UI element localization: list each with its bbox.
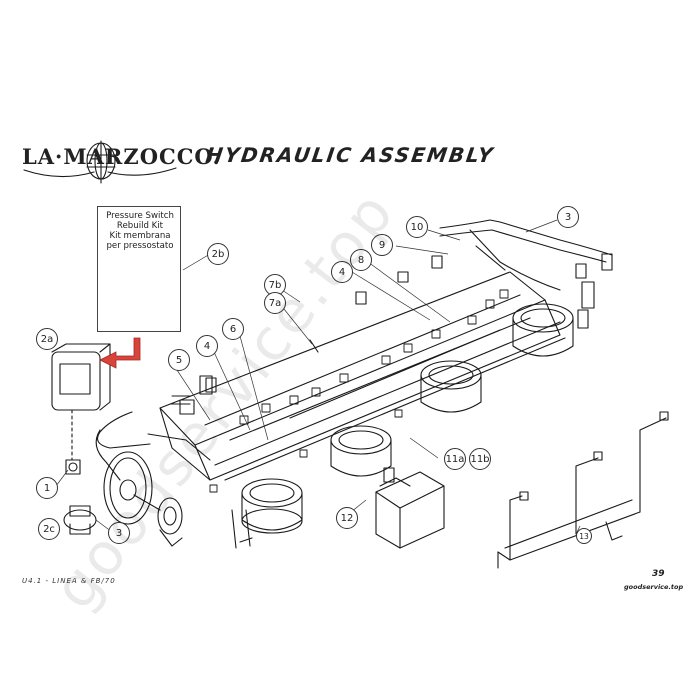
lower-rail (214, 321, 566, 549)
callout-6: 6 (222, 318, 244, 340)
callout-5: 5 (168, 349, 190, 371)
callout-2a: 2a (36, 328, 58, 350)
kit-line-2: Rebuild Kit (116, 221, 164, 231)
callout-8: 8 (350, 249, 372, 271)
top-pipework (439, 219, 613, 329)
pressure-switch-kit-box: Pressure Switch Rebuild Kit Kit membrana… (97, 206, 181, 332)
callout-11b: 11b (469, 448, 491, 470)
kit-line-1: Pressure Switch (106, 211, 174, 221)
callout-9: 9 (371, 234, 393, 256)
callout-1: 1 (36, 477, 58, 499)
callout-2c: 2c (38, 518, 60, 540)
loose-parts (205, 255, 443, 393)
model-prefix: U4.1 - (22, 577, 50, 585)
pressure-switch-disc (103, 451, 161, 525)
kit-line-3: Kit membrana (109, 231, 171, 241)
callout-4-left: 4 (196, 335, 218, 357)
callout-4-top: 4 (331, 261, 353, 283)
group-head-2 (330, 425, 392, 477)
kit-line-4: per pressostato (106, 241, 174, 251)
boiler-fittings (209, 289, 509, 493)
page-number: 39 (652, 569, 665, 579)
group-head-3 (420, 360, 482, 413)
callout-10: 10 (406, 216, 428, 238)
part-13-harness (497, 411, 669, 569)
callout-3-bottom: 3 (108, 522, 130, 544)
pressure-switch-2 (157, 497, 183, 547)
main-boiler-body (159, 271, 561, 481)
group-head-1 (241, 478, 303, 534)
brand-logo-text: LA·MARZOCCO. (22, 144, 221, 169)
callout-13: 13 (576, 528, 592, 544)
part-12-box (375, 467, 445, 549)
page-title: HYDRAULIC ASSEMBLY (204, 143, 497, 167)
callout-12: 12 (336, 507, 358, 529)
callout-3-top: 3 (557, 206, 579, 228)
pressure-switch-2a (51, 343, 111, 411)
red-arrow-icon (99, 337, 141, 369)
model-name: LINEA & FB/70 (52, 577, 116, 585)
callout-2b: 2b (207, 243, 229, 265)
callout-11a: 11a (444, 448, 466, 470)
part-1-fitting (65, 459, 81, 475)
site-footer: goodservice.top (624, 583, 684, 591)
left-pipework (95, 375, 213, 481)
group-head-4 (512, 303, 574, 357)
callout-7a: 7a (264, 292, 286, 314)
model-footer: U4.1 - LINEA & FB/70 (22, 577, 116, 585)
logo-globe-icon (23, 140, 177, 184)
